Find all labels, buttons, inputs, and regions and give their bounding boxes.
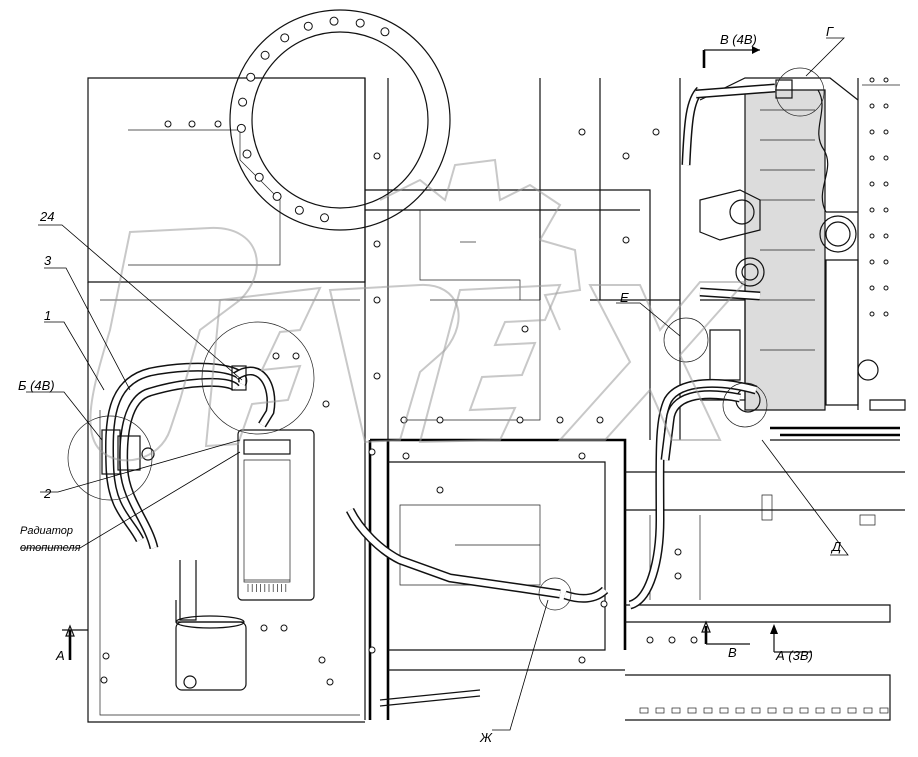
bolt-hole: [869, 285, 875, 291]
left-frame-panel: [87, 77, 366, 723]
rail-slot: [719, 707, 729, 714]
bolt-hole: [280, 33, 290, 43]
rail-slot: [655, 707, 665, 714]
callout-leaders: [20, 37, 849, 731]
bolt-hole: [869, 77, 875, 83]
lower-subframe: [368, 438, 627, 720]
bolt-hole: [883, 233, 889, 239]
rail-slot: [879, 707, 889, 714]
callout-24: 24: [39, 209, 54, 224]
detail-circles: [67, 67, 825, 611]
radiator-label-line2: отопителя: [20, 542, 81, 554]
bolt-hole: [329, 16, 339, 26]
bolt-hole: [246, 72, 256, 82]
bolt-hole: [869, 311, 875, 317]
bolt-hole: [883, 207, 889, 213]
callout-g: Г: [826, 24, 834, 39]
callout-3: 3: [44, 253, 52, 268]
bolt-hole: [272, 191, 282, 201]
bolt-hole: [242, 149, 252, 159]
rail-slot: [751, 707, 761, 714]
bolt-hole: [238, 97, 248, 107]
bolt-hole: [869, 181, 875, 187]
callout-zh: Ж: [479, 730, 493, 745]
bolt-hole: [869, 233, 875, 239]
section-v: В: [728, 645, 737, 660]
rail-slot: [831, 707, 841, 714]
heater-radiator: [175, 429, 315, 691]
engine-block: [679, 77, 906, 441]
bolt-hole: [883, 311, 889, 317]
section-markers: [62, 46, 812, 660]
watermark-logo: [89, 158, 748, 462]
bolt-hole: [380, 27, 390, 37]
callout-1: 1: [44, 308, 51, 323]
central-frame: [364, 78, 680, 720]
bolt-hole: [254, 172, 264, 182]
rail-slot: [639, 707, 649, 714]
rail-slot: [799, 707, 809, 714]
callout-labels: 24 3 1 Б (4В) 2 Радиатор отопителя А В (…: [18, 24, 841, 745]
bolt-hole: [869, 207, 875, 213]
bolt-hole: [883, 155, 889, 161]
bolt-hole: [260, 50, 270, 60]
bolt-hole: [883, 259, 889, 265]
callout-b-4v: Б (4В): [18, 378, 55, 393]
bolt-hole: [883, 103, 889, 109]
radiator-label-line1: Радиатор: [20, 525, 73, 537]
rail-slot: [847, 707, 857, 714]
bolt-hole: [883, 129, 889, 135]
bolt-hole: [869, 155, 875, 161]
bolt-hole: [320, 213, 330, 223]
rail-slot: [767, 707, 777, 714]
flywheel-housing: [229, 9, 451, 231]
bolt-hole: [236, 123, 246, 133]
bolt-hole: [294, 205, 304, 215]
rail-slot: [671, 707, 681, 714]
rail-slot: [783, 707, 793, 714]
section-v-4v: В (4В): [720, 32, 757, 47]
bolt-hole: [869, 259, 875, 265]
rail-slot: [815, 707, 825, 714]
bolt-hole: [869, 103, 875, 109]
rail-slot: [735, 707, 745, 714]
section-a-left: А: [55, 648, 65, 663]
callout-d: Д: [830, 539, 841, 554]
rail-slot: [863, 707, 873, 714]
bolt-hole: [303, 21, 313, 31]
bolt-hole: [355, 18, 365, 28]
bolt-hole: [883, 285, 889, 291]
rail-slot: [687, 707, 697, 714]
callout-e: Е: [620, 290, 629, 305]
bolt-hole: [869, 129, 875, 135]
chassis-rails: [625, 471, 905, 721]
heater-hoses: [101, 79, 793, 610]
bolt-hole: [883, 77, 889, 83]
section-a-3v: А (3В): [775, 648, 813, 663]
rail-slot: [703, 707, 713, 714]
bolt-hole: [883, 181, 889, 187]
callout-2: 2: [43, 486, 52, 501]
